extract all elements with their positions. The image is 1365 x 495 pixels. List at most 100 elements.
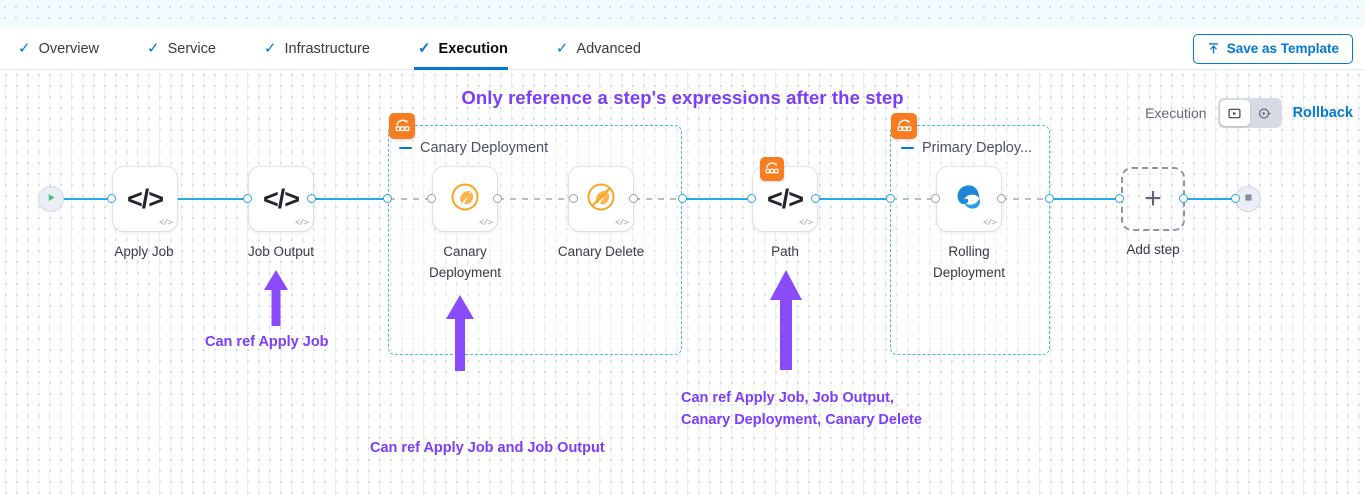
group-label: Canary Deployment	[420, 140, 549, 156]
step-type-badge: </>	[983, 219, 996, 228]
node-label-apply-job: Apply Job	[114, 244, 174, 259]
pipeline-canvas[interactable]: Only reference a step's expressions afte…	[0, 70, 1365, 495]
annotation-job-output: Can ref Apply Job	[205, 334, 329, 350]
port-dot[interactable]	[569, 194, 578, 203]
port-dot[interactable]	[886, 194, 895, 203]
rail-canarygroup-exit	[634, 198, 682, 200]
tab-execution[interactable]: ✓ Execution	[413, 28, 530, 70]
canary-bird-delete-icon	[584, 180, 618, 219]
port-dot[interactable]	[678, 194, 687, 203]
port-dot[interactable]	[1231, 194, 1240, 203]
check-icon: ✓	[555, 40, 569, 57]
tab-label: Service	[167, 40, 216, 57]
rail-primarygroup-to-addstep	[1049, 198, 1124, 200]
tab-infrastructure[interactable]: ✓ Infrastructure	[260, 28, 392, 69]
node-rolling-deployment[interactable]: </>	[937, 167, 1001, 231]
tab-overview[interactable]: ✓ Overview	[14, 28, 121, 69]
tab-service[interactable]: ✓ Service	[143, 28, 238, 69]
check-icon: ✓	[263, 40, 277, 57]
rail-canarygroup-to-path	[682, 198, 754, 200]
port-dot[interactable]	[307, 194, 316, 203]
tab-label: Infrastructure	[284, 40, 370, 57]
group-label: Primary Deploy...	[922, 140, 1033, 156]
step-type-badge: </>	[479, 219, 492, 228]
port-dot[interactable]	[931, 194, 940, 203]
rail-primarygroup-exit	[1001, 198, 1049, 200]
execution-graph: Canary Deployment Primary Deploy...	[0, 70, 1365, 495]
add-step-label: Add step	[1126, 242, 1180, 257]
port-dot[interactable]	[493, 194, 502, 203]
execution-rollback-toggle[interactable]	[1217, 98, 1282, 128]
step-group-canary-deployment[interactable]: Canary Deployment	[388, 125, 682, 355]
rollback-link[interactable]: Rollback	[1292, 105, 1353, 121]
node-label-job-output: Job Output	[247, 244, 315, 259]
rail-joboutput-to-canarygroup	[313, 198, 388, 200]
collapse-icon[interactable]	[901, 146, 914, 150]
check-icon: ✓	[18, 40, 31, 57]
check-icon: ✓	[147, 40, 160, 57]
port-dot[interactable]	[107, 194, 116, 203]
port-dot[interactable]	[811, 194, 820, 203]
port-dot[interactable]	[629, 194, 638, 203]
canvas-banner-title: Only reference a step's expressions afte…	[461, 87, 904, 108]
step-type-badge: </>	[615, 219, 628, 228]
port-dot[interactable]	[1045, 194, 1054, 203]
port-dot[interactable]	[383, 194, 392, 203]
play-icon	[46, 190, 57, 208]
execution-mode-control: Execution Rollback	[1145, 98, 1353, 128]
stage-tabs: ✓ Overview ✓ Service ✓ Infrastructure ✓ …	[0, 28, 685, 70]
execution-label: Execution	[1145, 105, 1207, 121]
rollback-mode-icon[interactable]	[1250, 100, 1280, 126]
annotation-arrow-path	[768, 270, 804, 375]
tab-label: Execution	[438, 40, 508, 57]
tab-advanced[interactable]: ✓ Advanced	[552, 28, 663, 69]
node-label-canary-deployment: Canary Deployment	[428, 244, 502, 280]
check-icon: ✓	[417, 40, 431, 57]
tab-label: Advanced	[576, 40, 641, 57]
save-as-template-button[interactable]: Save as Template	[1192, 33, 1353, 64]
node-label-rolling-deployment: Rolling Deployment	[932, 244, 1006, 280]
canvas-top-strip	[0, 0, 1365, 28]
rail-canarygroup-entry	[389, 198, 436, 200]
port-dot[interactable]	[243, 194, 252, 203]
add-step-button[interactable]: +	[1121, 167, 1185, 231]
annotation-arrow-canary-deployment	[444, 295, 476, 376]
step-group-icon	[389, 113, 415, 139]
port-dot[interactable]	[1179, 194, 1188, 203]
rail-canarydeploy-to-canarydelete	[498, 198, 575, 200]
annotation-arrow-job-output	[262, 270, 290, 331]
port-dot[interactable]	[747, 194, 756, 203]
rail-path-to-primarygroup	[816, 198, 891, 200]
canary-bird-icon	[448, 180, 482, 219]
step-group-icon	[891, 113, 917, 139]
group-header[interactable]: Primary Deploy...	[901, 140, 1032, 156]
execution-mode-icon[interactable]	[1219, 100, 1250, 126]
plus-icon: +	[1144, 182, 1162, 215]
code-icon: </>	[262, 183, 300, 214]
node-canary-deployment[interactable]: </>	[433, 167, 497, 231]
step-type-badge: </>	[799, 219, 812, 228]
rolling-deploy-icon	[954, 182, 984, 217]
collapse-icon[interactable]	[399, 146, 412, 150]
rail-primarygroup-entry	[891, 198, 939, 200]
node-canary-delete[interactable]: </>	[569, 167, 633, 231]
stage-tab-bar: ✓ Overview ✓ Service ✓ Infrastructure ✓ …	[0, 28, 1365, 70]
group-header[interactable]: Canary Deployment	[399, 140, 548, 156]
port-dot[interactable]	[1115, 194, 1124, 203]
step-type-badge: </>	[159, 219, 172, 228]
step-group-primary-deployment[interactable]: Primary Deploy...	[890, 125, 1050, 355]
port-dot[interactable]	[427, 194, 436, 203]
step-group-icon	[760, 157, 784, 181]
node-label-canary-delete: Canary Delete	[557, 244, 645, 259]
port-dot[interactable]	[997, 194, 1006, 203]
tab-label: Overview	[38, 40, 100, 57]
step-type-badge: </>	[295, 219, 308, 228]
annotation-canary-deployment: Can ref Apply Job and Job Output	[370, 440, 605, 456]
start-node[interactable]	[38, 186, 64, 212]
node-job-output[interactable]: </> </>	[249, 167, 313, 231]
node-label-path: Path	[771, 244, 799, 259]
code-icon: </>	[126, 183, 164, 214]
rail-addstep-to-end	[1184, 198, 1236, 200]
node-apply-job[interactable]: </> </>	[113, 167, 177, 231]
